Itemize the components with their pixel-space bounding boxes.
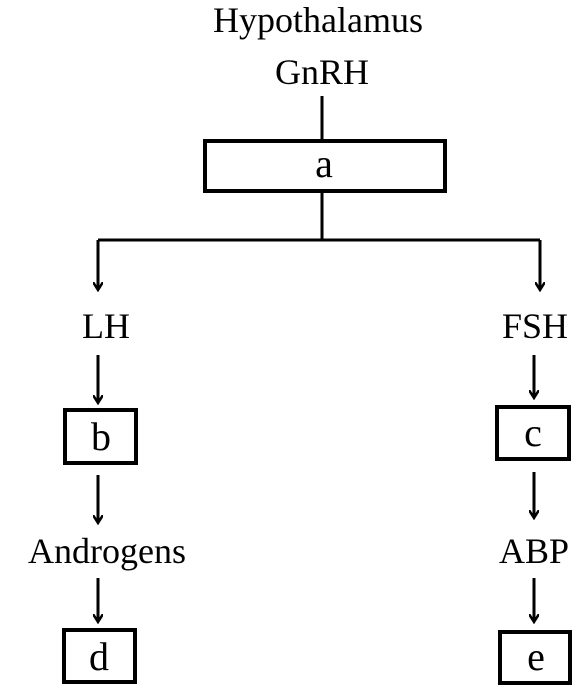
lh-label: LH <box>82 306 130 346</box>
abp-label: ABP <box>499 531 569 571</box>
hypothalamus-label: Hypothalamus <box>213 0 423 40</box>
gnrh-label: GnRH <box>275 52 369 92</box>
box-a-label: a <box>315 141 333 186</box>
box-a <box>203 139 447 193</box>
box-e-label: e <box>527 634 545 679</box>
box-d-label: d <box>89 634 109 679</box>
box-b <box>63 408 138 465</box>
box-b-label: b <box>91 414 111 459</box>
box-e <box>498 630 572 685</box>
androgens-label: Androgens <box>28 531 186 571</box>
box-c-label: c <box>524 410 542 455</box>
box-d <box>62 628 137 684</box>
box-c <box>495 405 571 461</box>
fsh-label: FSH <box>502 306 568 346</box>
